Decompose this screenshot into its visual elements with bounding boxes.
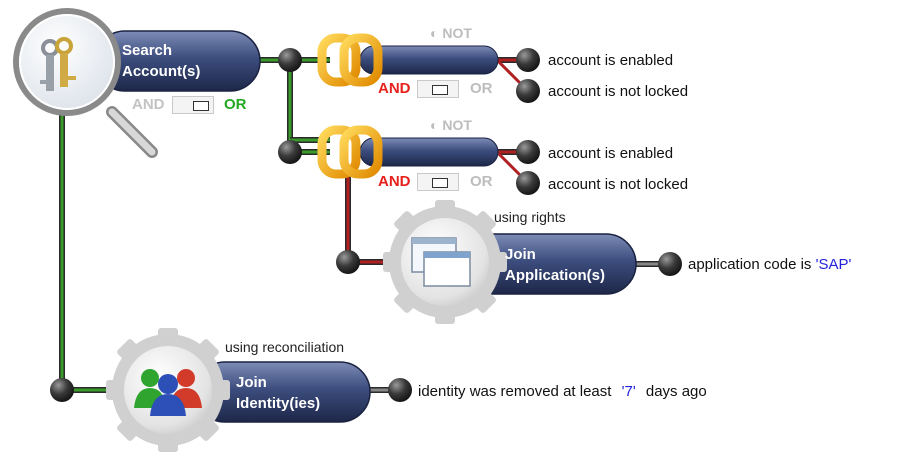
keys-icon: [40, 37, 76, 91]
group1-condition-2[interactable]: account is not locked: [548, 83, 689, 100]
join-identity-line2: Identity(ies): [236, 395, 321, 412]
group2-condition-1[interactable]: account is enabled: [548, 145, 674, 162]
search-and-or-toggle[interactable]: [172, 96, 214, 114]
condition-group-1[interactable]: [317, 33, 499, 87]
group1-and-label[interactable]: AND: [378, 80, 411, 97]
app-condition[interactable]: application code is 'SAP': [688, 256, 851, 273]
group2-not-label: NOT: [442, 117, 472, 133]
group1-and-or-toggle[interactable]: [417, 80, 459, 98]
search-account-node[interactable]: [13, 8, 261, 158]
windows-icon: [411, 237, 471, 287]
group1-not-label: NOT: [442, 25, 472, 41]
identity-condition[interactable]: identity was removed at least '7' days a…: [418, 383, 707, 400]
group2-or-label[interactable]: OR: [470, 173, 493, 190]
group1-condition-1[interactable]: account is enabled: [548, 52, 674, 69]
identity-condition-prefix: identity was removed at least: [418, 383, 612, 400]
group1-not-toggle[interactable]: ◐ NOT: [430, 25, 472, 41]
search-or-label[interactable]: OR: [224, 96, 247, 113]
join-app-hint: using rights: [494, 209, 566, 225]
join-app-line1: Join: [505, 246, 536, 263]
join-app-title[interactable]: Join Application(s): [505, 244, 605, 286]
search-and-label[interactable]: AND: [132, 96, 165, 113]
group1-or-label[interactable]: OR: [470, 80, 493, 97]
join-identity-title[interactable]: Join Identity(ies): [236, 372, 320, 414]
junction-balls: [50, 48, 682, 402]
join-app-line2: Application(s): [505, 267, 605, 284]
identity-condition-value[interactable]: '7': [621, 383, 636, 400]
search-node-line1: Search: [122, 42, 173, 59]
search-node-title[interactable]: Search Account(s): [122, 40, 200, 82]
app-condition-text: application code is: [688, 256, 812, 273]
group2-condition-2[interactable]: account is not locked: [548, 176, 689, 193]
condition-group-2[interactable]: [317, 125, 499, 179]
group2-and-label[interactable]: AND: [378, 173, 411, 190]
join-application-node[interactable]: [383, 200, 637, 324]
join-identity-line1: Join: [236, 374, 267, 391]
join-identity-node[interactable]: [106, 328, 371, 452]
link-rings-icon: [317, 33, 383, 87]
group2-not-toggle[interactable]: ◐ NOT: [430, 117, 472, 133]
app-condition-value[interactable]: 'SAP': [815, 256, 852, 273]
users-icon: [134, 369, 202, 416]
link-rings-icon: [317, 125, 383, 179]
group2-and-or-toggle[interactable]: [417, 173, 459, 191]
identity-condition-suffix: days ago: [645, 383, 707, 400]
search-node-line2: Account(s): [122, 63, 201, 80]
join-identity-hint: using reconciliation: [225, 339, 345, 355]
